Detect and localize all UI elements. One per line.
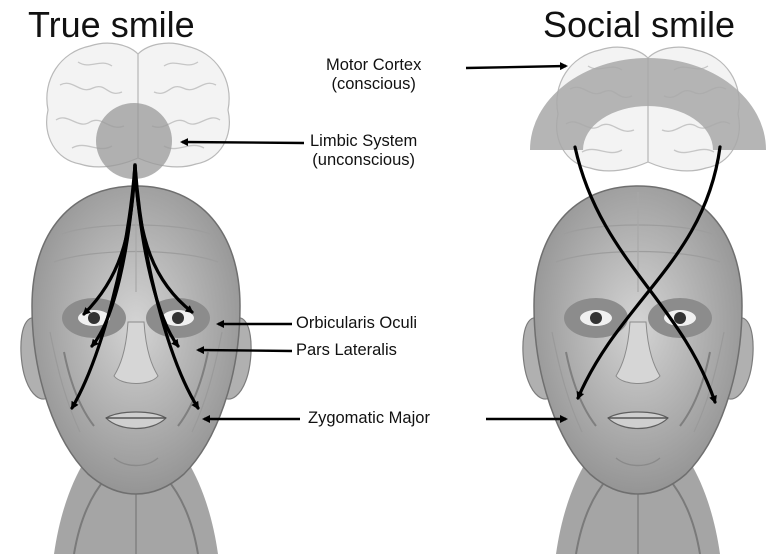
true-smile-title: True smile [28,4,195,46]
pars-lateralis-label: Pars Lateralis [296,341,397,360]
pars-lateralis-leader [198,350,292,351]
right-head-illustration [523,186,753,554]
zygomatic-major-label: Zygomatic Major [308,409,430,428]
motor-cortex-note: (conscious) [326,75,421,94]
limbic-system-name: Limbic System [310,132,417,151]
orbicularis-oculi-label: Orbicularis Oculi [296,314,417,333]
motor-cortex-name: Motor Cortex [326,56,421,75]
limbic-system-leader [182,142,304,143]
social-smile-title: Social smile [543,4,735,46]
limbic-system-note: (unconscious) [310,151,417,170]
motor-cortex-label: Motor Cortex (conscious) [326,56,421,94]
motor-cortex-leader [466,66,566,68]
limbic-system-label: Limbic System (unconscious) [310,132,417,170]
left-head-illustration [21,186,251,554]
